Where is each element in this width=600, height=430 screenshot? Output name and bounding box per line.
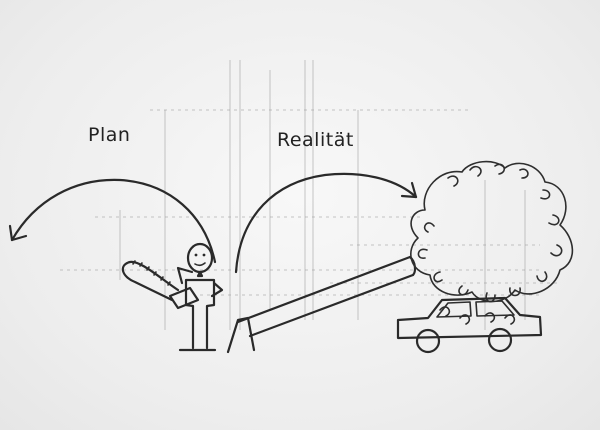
fallen-trunk xyxy=(226,255,417,354)
plan-arrow xyxy=(8,178,217,264)
smoke-cloud xyxy=(410,160,574,303)
chainsaw xyxy=(121,260,200,310)
plan-label: Plan xyxy=(88,124,130,146)
car xyxy=(396,296,543,354)
stick-figure xyxy=(176,242,224,352)
reality-label: Realität xyxy=(277,129,354,151)
background-grid xyxy=(60,60,560,330)
reality-arrow xyxy=(234,172,418,274)
